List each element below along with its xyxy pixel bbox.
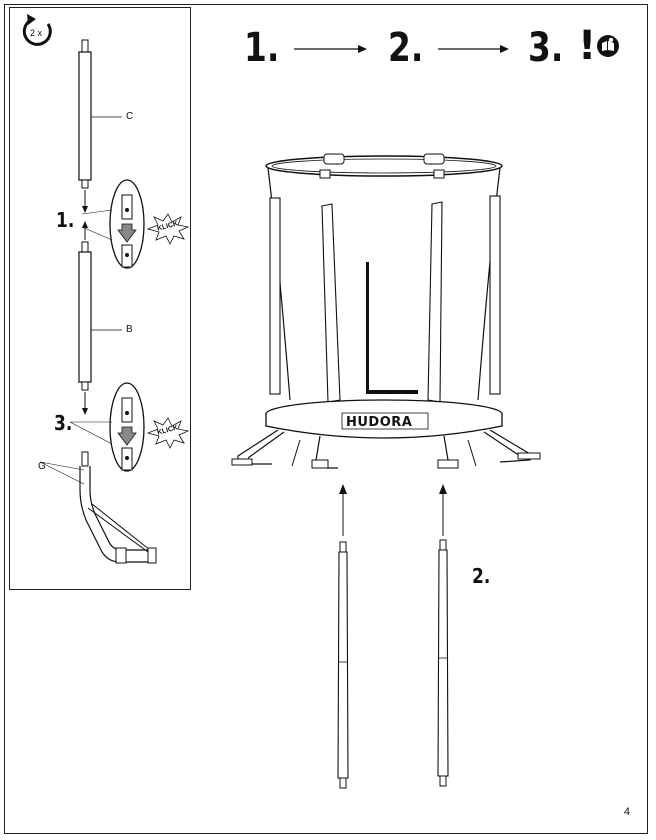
step-3-label: 3.	[528, 25, 564, 71]
pole-insertion-diagram	[337, 484, 449, 789]
click-burst-2	[146, 417, 190, 449]
repeat-badge: 2 x	[30, 28, 43, 38]
sequence-arrows	[294, 45, 509, 53]
step-1-label: 1.	[244, 25, 280, 71]
assembly-detail-panel	[9, 7, 191, 590]
click-burst-1	[146, 213, 190, 245]
warning-mark: !	[578, 23, 597, 69]
part-label-g: G	[38, 461, 46, 472]
main-step-2: 2.	[472, 564, 491, 588]
enclosure-illustration	[231, 153, 541, 469]
repeat-icon	[22, 14, 52, 46]
part-label-c: C	[126, 111, 134, 122]
side-step-1: 1.	[56, 208, 75, 232]
step-sequence: 1. 2. 3. !	[236, 20, 636, 80]
side-diagram	[39, 39, 157, 564]
part-label-b: B	[126, 324, 133, 335]
page-number: 4	[623, 806, 630, 818]
step-2-label: 2.	[388, 25, 424, 71]
page-frame	[4, 4, 648, 834]
side-step-3: 3.	[54, 411, 73, 435]
read-manual-icon	[597, 35, 619, 57]
brand-logo: HUDORA	[346, 415, 413, 430]
